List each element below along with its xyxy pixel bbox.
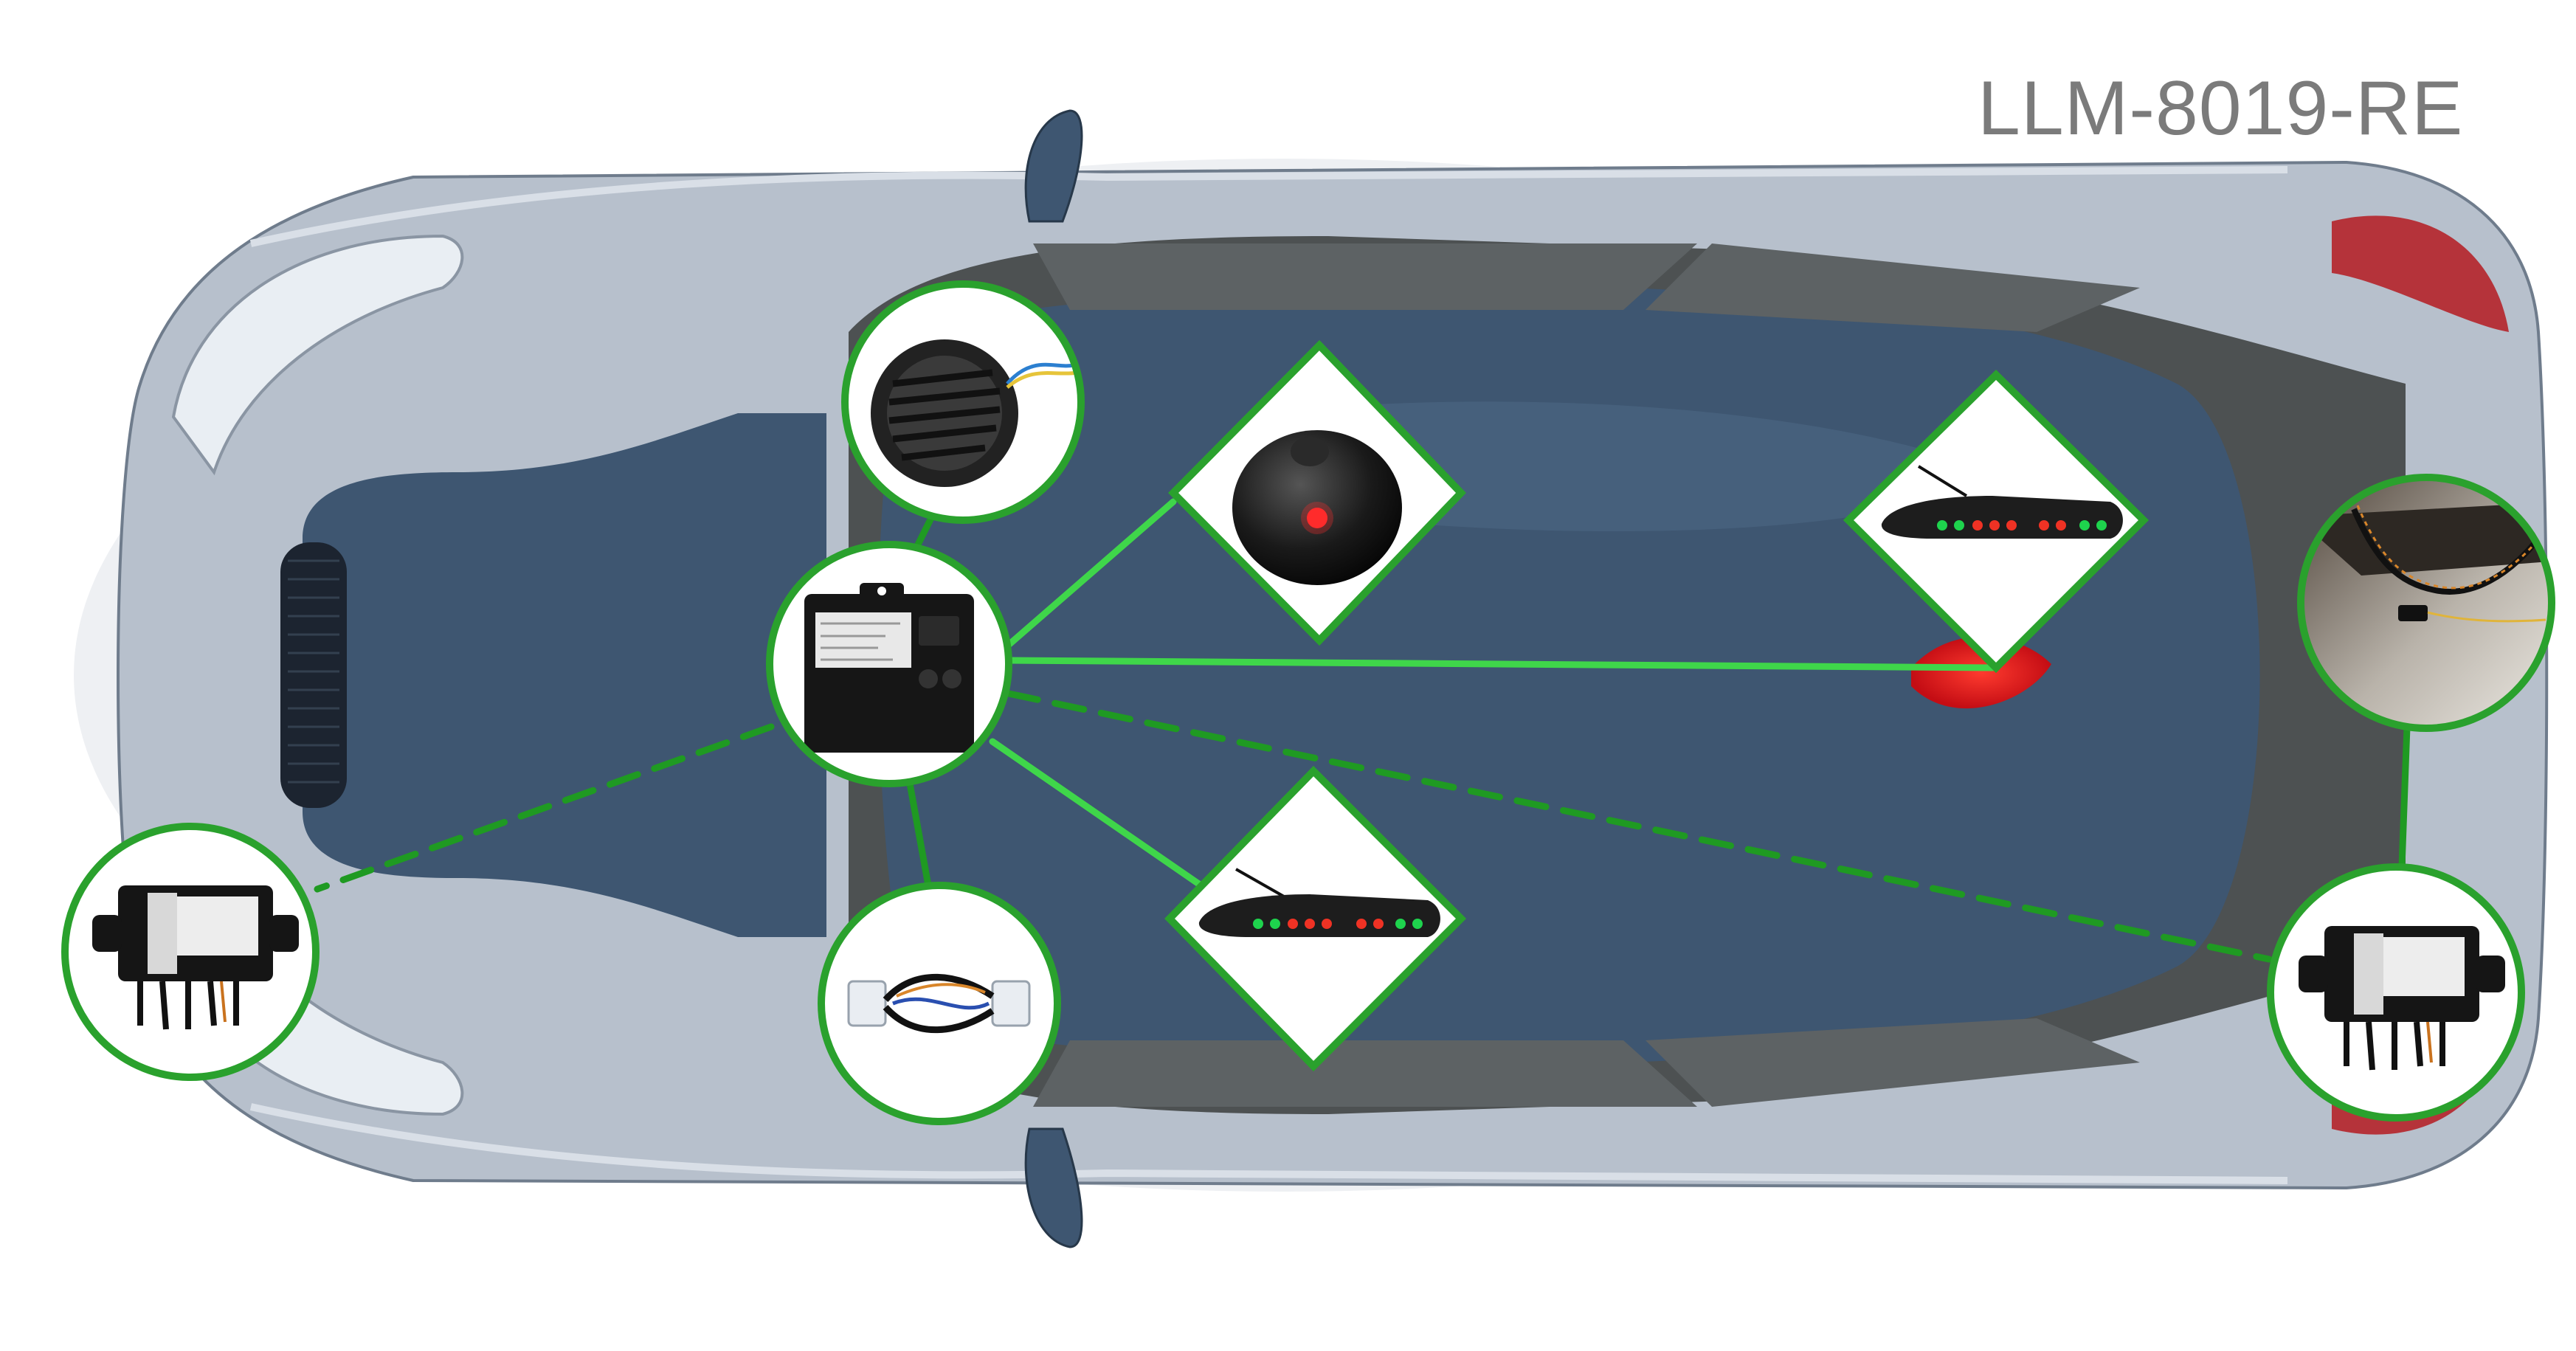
headlight-left-icon (171, 234, 464, 476)
taillight-top-icon (2332, 215, 2509, 332)
front-led-display-badge[interactable] (1164, 765, 1467, 1072)
mirror-bottom-icon (1024, 1127, 1083, 1248)
wiring-harness-badge[interactable] (818, 882, 1061, 1125)
connector-rear-display (1005, 657, 1996, 671)
led-display-icon (1881, 465, 2123, 539)
connector-led-button (1000, 498, 1177, 653)
front-sensor-module-badge[interactable] (61, 823, 320, 1081)
hood-vent (280, 542, 347, 808)
rear-bumper-wiring-badge[interactable] (2295, 472, 2561, 738)
mirror-top-icon (1024, 109, 1083, 223)
connector-front-module (314, 723, 775, 893)
sensor-module-icon (2299, 926, 2505, 1071)
connector-lines (314, 498, 2411, 963)
buzzer-speaker-badge[interactable] (841, 280, 1085, 524)
connector-rear-wiring (2398, 723, 2411, 871)
hood-scoop (303, 413, 826, 937)
car-body (74, 109, 2549, 1248)
brake-light-icon (1911, 636, 2051, 709)
model-code-label: LLM-8019-RE (1978, 66, 2464, 151)
connector-speaker (914, 513, 936, 550)
led-button-badge[interactable] (1167, 339, 1466, 646)
dome-led-button-icon (1232, 430, 1402, 585)
sensor-module-icon (92, 885, 299, 1030)
rear-sensor-module-badge[interactable] (2267, 863, 2525, 1122)
connector-harness (906, 780, 932, 889)
harness-icon (847, 973, 1031, 1034)
led-display-icon (1198, 868, 1440, 937)
control-unit-badge[interactable] (766, 541, 1012, 787)
rear-led-display-badge[interactable] (1843, 369, 2149, 674)
control-box-icon (804, 583, 974, 753)
bumper-wiring-photo-icon (2301, 477, 2552, 728)
round-grille-speaker-icon (871, 339, 1078, 487)
roof-panel (877, 285, 2260, 1065)
connector-rear-module (1005, 690, 2273, 963)
